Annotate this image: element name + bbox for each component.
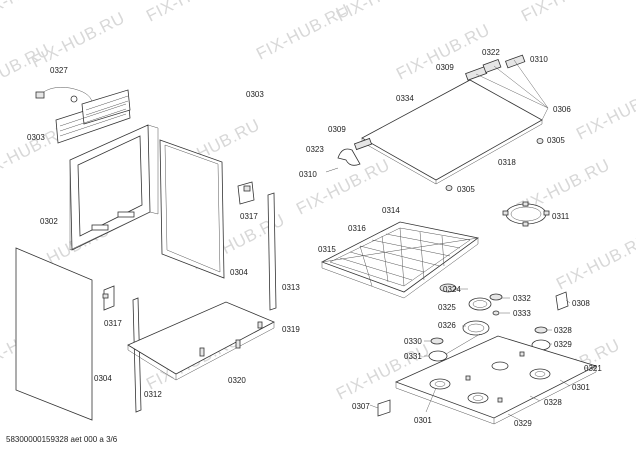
label-0328: 0328 — [554, 326, 572, 335]
label-0329: 0329 — [554, 340, 572, 349]
label-0326: 0326 — [438, 321, 456, 330]
label-0330: 0330 — [404, 337, 422, 346]
label-0323: 0323 — [306, 145, 324, 154]
label-0332: 0332 — [513, 294, 531, 303]
side-panel-left-0304 — [15, 247, 93, 421]
label-0311: 0311 — [552, 212, 570, 221]
hob-plate-0321 — [394, 335, 598, 425]
label-0313: 0313 — [282, 283, 300, 292]
label-0305: 0305 — [457, 185, 475, 194]
watermark: FIX-HUB.RU — [518, 0, 618, 26]
label-0318: 0318 — [498, 158, 516, 167]
watermark: FIX-HUB.RU — [143, 0, 243, 26]
strip-0313 — [267, 192, 277, 311]
cable-0327 — [35, 87, 93, 103]
label-0321: 0321 — [584, 364, 602, 373]
watermark: FIX-HUB.RU — [293, 155, 393, 218]
label-0309: 0309 — [328, 125, 346, 134]
label-0327: 0327 — [50, 66, 68, 75]
label-0315: 0315 — [318, 245, 336, 254]
watermark: FIX-HUB.RU — [0, 0, 73, 24]
rear-panel-0303 — [55, 89, 131, 144]
wok-ring-0311 — [502, 201, 550, 227]
bottom-tray-0319 — [127, 301, 275, 381]
label-0331: 0331 — [404, 352, 422, 361]
label-0309: 0309 — [436, 63, 454, 72]
label-0304: 0304 — [94, 374, 112, 383]
hinge-set-0309-0322 — [465, 54, 526, 81]
hinge-0323-0309 — [325, 137, 373, 173]
label-0319: 0319 — [282, 325, 300, 334]
document-id: 58300000159328 aet 000 a 3/6 — [6, 435, 118, 444]
label-0334: 0334 — [396, 94, 414, 103]
bracket-0317-right — [237, 181, 255, 205]
watermark: FIX-HUB.RU — [573, 80, 636, 143]
label-0329: 0329 — [514, 419, 532, 428]
label-0304: 0304 — [230, 268, 248, 277]
label-0316: 0316 — [348, 224, 366, 233]
label-0303: 0303 — [27, 133, 45, 142]
label-0302: 0302 — [40, 217, 58, 226]
label-0310: 0310 — [530, 55, 548, 64]
label-0317: 0317 — [104, 319, 122, 328]
label-0301: 0301 — [572, 383, 590, 392]
watermark: FIX-HUB.RU — [553, 230, 636, 293]
strip-0312 — [132, 297, 142, 413]
part-labels: 0327 0303 0303 0302 0317 0304 0313 0317 … — [27, 48, 602, 428]
label-0305: 0305 — [547, 136, 565, 145]
label-0325: 0325 — [438, 303, 456, 312]
label-0333: 0333 — [513, 309, 531, 318]
label-0306: 0306 — [553, 105, 571, 114]
oven-frame-0302 — [69, 124, 159, 251]
label-0303: 0303 — [246, 90, 264, 99]
label-0324: 0324 — [443, 285, 461, 294]
side-panel-right-0304 — [159, 139, 225, 279]
feet-0305 — [445, 138, 544, 191]
label-0314: 0314 — [382, 206, 400, 215]
label-0307: 0307 — [352, 402, 370, 411]
label-0301: 0301 — [414, 416, 432, 425]
leader-lines-burners — [369, 288, 596, 421]
label-0320: 0320 — [228, 376, 246, 385]
spark-brackets-0307-0308 — [377, 291, 569, 417]
pan-support-grates-0314-0315 — [321, 221, 479, 299]
label-0317: 0317 — [240, 212, 258, 221]
leader-lines-lid — [475, 59, 549, 121]
label-0322: 0322 — [482, 48, 500, 57]
label-0328: 0328 — [544, 398, 562, 407]
watermark: FIX-HUB.RU — [253, 0, 353, 63]
label-0310: 0310 — [299, 170, 317, 179]
label-0308: 0308 — [572, 299, 590, 308]
bracket-0317-left — [102, 285, 115, 311]
label-0312: 0312 — [144, 390, 162, 399]
